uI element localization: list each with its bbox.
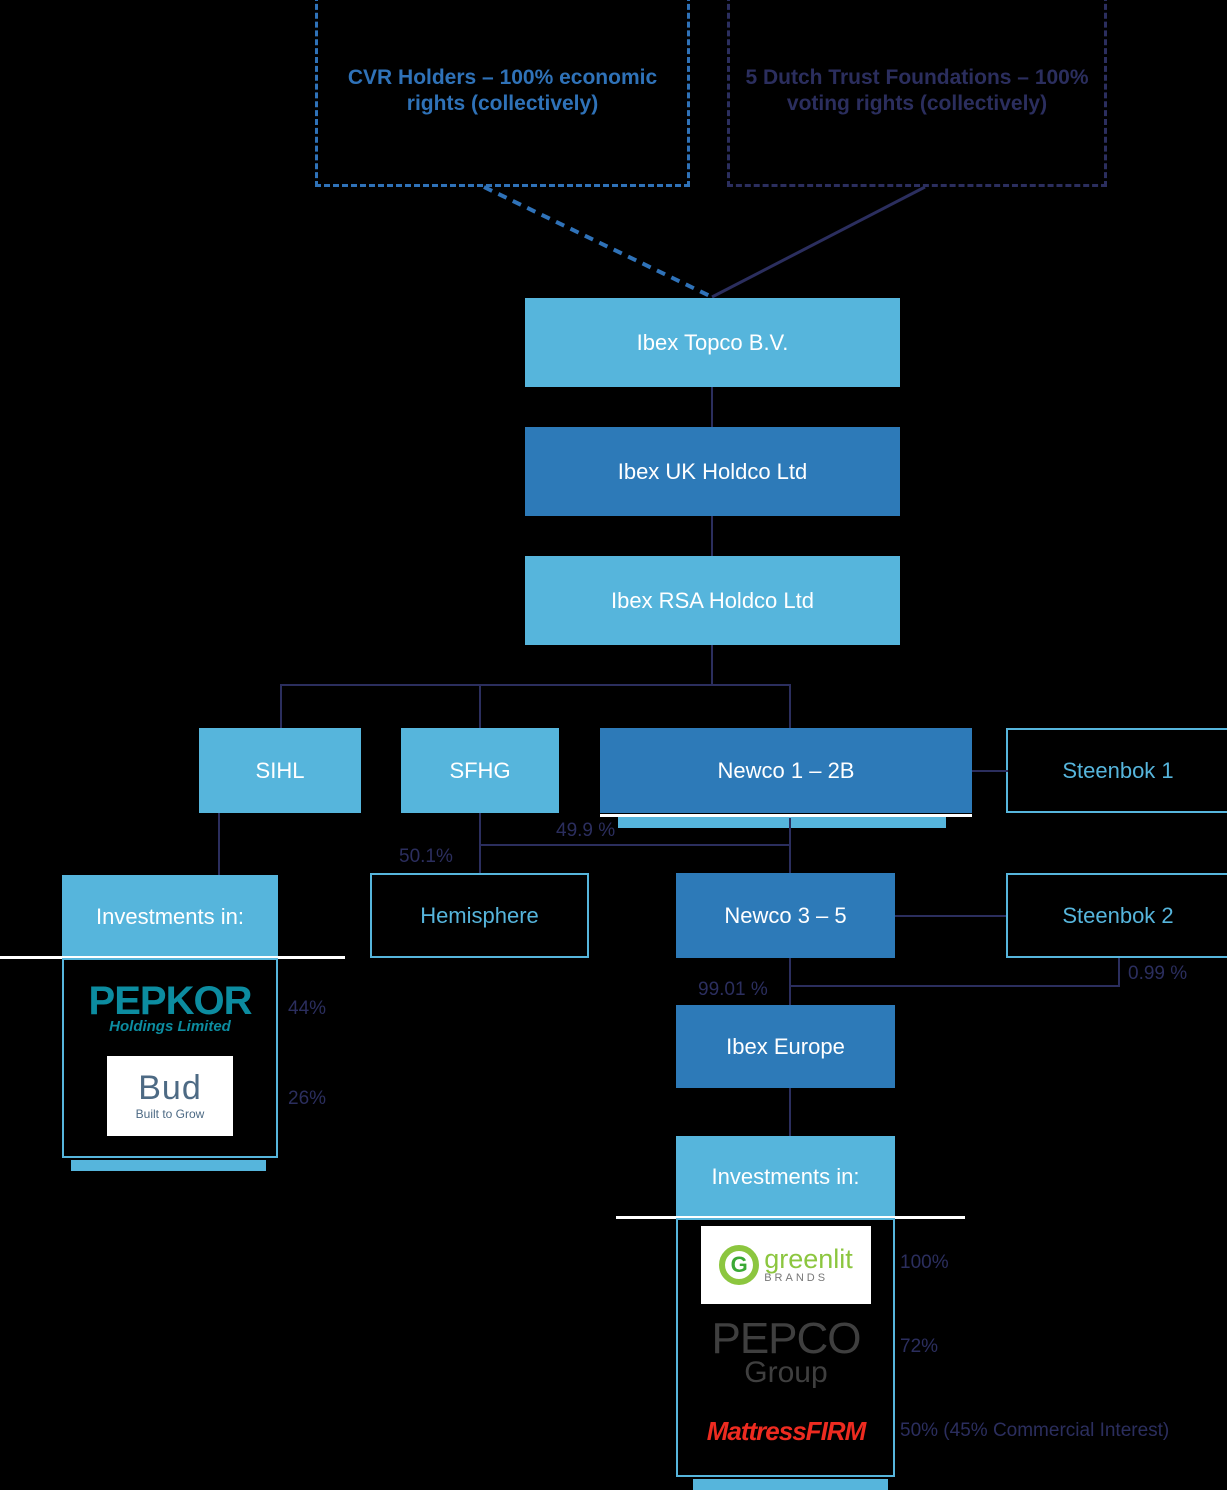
edge-newco12b-down-to-hemisphere: [789, 818, 791, 845]
mattress-firm-wordmark: MattressFIRM: [706, 1415, 866, 1446]
node-ibex-topco-label: Ibex Topco B.V.: [636, 329, 789, 355]
node-newco-3-5[interactable]: Newco 3 – 5: [676, 873, 895, 958]
node-steenbok-2-label: Steenbok 2: [1062, 902, 1174, 928]
divider-investments-left-white: [0, 956, 345, 959]
percent-steenbok2-europe: 0.99 %: [1128, 963, 1188, 984]
edge-down-to-newco35: [789, 844, 791, 875]
node-sfhg-label: SFHG: [449, 757, 511, 783]
edge-newco35-to-steenbok2: [895, 915, 1006, 917]
node-ibex-topco[interactable]: Ibex Topco B.V.: [525, 298, 900, 387]
node-hemisphere[interactable]: Hemisphere: [370, 873, 589, 958]
investments-left-header-label: Investments in:: [96, 903, 244, 929]
divider-newco12b-white: [600, 814, 972, 817]
logo-pepco-group: PEPCO Group: [686, 1312, 886, 1394]
investments-left-body: [62, 958, 278, 1158]
percent-greenlit-brands: 100%: [900, 1252, 949, 1273]
logo-mattress-firm: MattressFIRM: [686, 1408, 886, 1454]
node-steenbok-1-label: Steenbok 1: [1062, 757, 1174, 783]
node-ibex-uk-holdco-label: Ibex UK Holdco Ltd: [617, 458, 808, 484]
node-steenbok-2[interactable]: Steenbok 2: [1006, 873, 1227, 958]
edge-branch-to-newco12b: [789, 684, 791, 728]
pepkor-wordmark: PEPKOR: [88, 978, 253, 1023]
edge-topco-to-ukholdco: [711, 387, 713, 428]
bud-tagline: Built to Grow: [135, 1107, 205, 1121]
edge-newco35-to-ibexeurope: [789, 958, 791, 1006]
node-newco-3-5-label: Newco 3 – 5: [724, 902, 847, 928]
node-dutch-trust-foundations-label: 5 Dutch Trust Foundations – 100% voting …: [745, 65, 1089, 115]
edge-branch-to-sfhg: [479, 684, 481, 728]
logo-greenlit-brands: G greenlit BRANDS: [686, 1225, 886, 1305]
node-sihl[interactable]: SIHL: [199, 728, 361, 813]
node-steenbok-1[interactable]: Steenbok 1: [1006, 728, 1227, 813]
node-dutch-trust-foundations[interactable]: 5 Dutch Trust Foundations – 100% voting …: [727, 0, 1107, 187]
edge-steenbok2-down: [1118, 958, 1120, 986]
accent-bar-investments-right: [693, 1479, 888, 1490]
node-sfhg[interactable]: SFHG: [401, 728, 559, 813]
node-cvr-holders[interactable]: CVR Holders – 100% economic rights (coll…: [315, 0, 690, 187]
logo-bud: Bud Built to Grow: [72, 1055, 268, 1137]
pepco-subtitle: Group: [744, 1356, 828, 1390]
investments-right-header-label: Investments in:: [711, 1164, 860, 1189]
logo-pepkor: PEPKOR Holdings Limited: [72, 975, 268, 1041]
accent-bar-investments-left: [71, 1160, 266, 1171]
percent-newco12b-hemisphere: 49.9 %: [556, 820, 616, 841]
pepkor-subtitle: Holdings Limited: [109, 1017, 231, 1035]
node-cvr-holders-label: CVR Holders – 100% economic rights (coll…: [347, 65, 658, 115]
investments-right-header: Investments in:: [676, 1136, 895, 1218]
percent-bud: 26%: [288, 1088, 327, 1109]
edge-sfhg-to-hemisphere: [479, 813, 481, 875]
investments-left-header: Investments in:: [62, 875, 278, 958]
greenlit-subtitle: BRANDS: [764, 1272, 829, 1284]
accent-bar-newco12b: [618, 817, 946, 828]
edge-hemisphere-horizontal-bar: [479, 844, 791, 846]
greenlit-mark-icon: G: [719, 1245, 760, 1285]
node-ibex-uk-holdco[interactable]: Ibex UK Holdco Ltd: [525, 427, 900, 516]
edge-newco12b-to-steenbok1: [972, 770, 1008, 772]
node-ibex-europe-label: Ibex Europe: [726, 1033, 845, 1059]
node-ibex-rsa-holdco-label: Ibex RSA Holdco Ltd: [610, 587, 814, 613]
edge-branch-to-sihl: [280, 684, 282, 728]
percent-pepkor: 44%: [288, 998, 327, 1019]
percent-sfhg-hemisphere: 50.1%: [399, 846, 453, 867]
percent-pepco-group: 72%: [900, 1336, 939, 1357]
node-newco-1-2b-label: Newco 1 – 2B: [717, 757, 855, 783]
divider-investments-right-white: [616, 1216, 965, 1219]
edge-rsa-branch-bar: [280, 684, 791, 686]
edge-dutchtrust-to-topco: [711, 185, 926, 299]
edge-ukholdco-to-rsaholdco: [711, 516, 713, 556]
node-hemisphere-label: Hemisphere: [420, 902, 539, 928]
node-ibex-rsa-holdco[interactable]: Ibex RSA Holdco Ltd: [525, 556, 900, 645]
greenlit-wordmark: greenlit: [764, 1244, 853, 1274]
pepco-wordmark: PEPCO: [711, 1313, 861, 1363]
edge-cvr-to-topco: [483, 185, 713, 299]
node-ibex-europe[interactable]: Ibex Europe: [676, 1005, 895, 1088]
edge-ibexeurope-to-investments-right: [789, 1088, 791, 1136]
percent-mattress-firm: 50% (45% Commercial Interest): [900, 1420, 1170, 1441]
edge-steenbok2-to-europe-bar: [789, 985, 1120, 987]
node-sihl-label: SIHL: [255, 757, 305, 783]
bud-wordmark: Bud: [138, 1069, 202, 1107]
edge-rsa-drop: [711, 645, 713, 686]
node-newco-1-2b[interactable]: Newco 1 – 2B: [600, 728, 972, 813]
percent-newco35-europe: 99.01 %: [698, 979, 768, 1000]
edge-sihl-to-investments-left: [218, 813, 220, 875]
investments-right-body: [676, 1218, 895, 1477]
